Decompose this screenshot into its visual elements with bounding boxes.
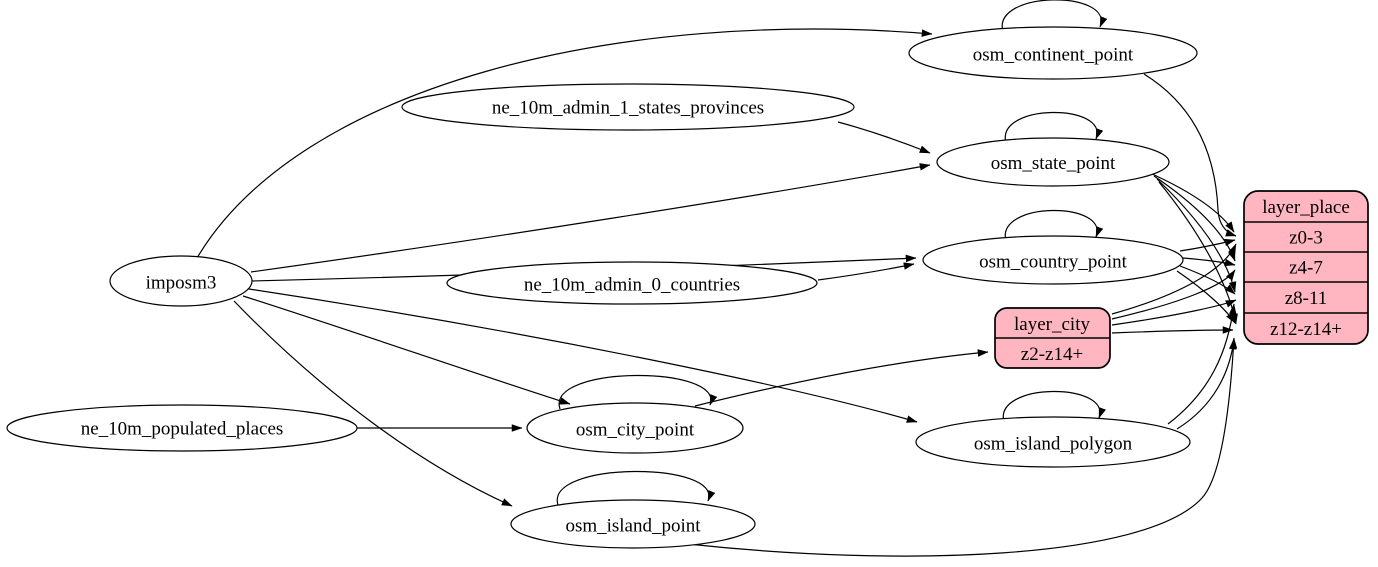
edge-imposm3-osm-state-point [250,163,931,273]
layer-place-row-z12-z14: z12-z14+ [1270,319,1342,340]
edge-imposm3-osm-island-polygon [248,288,918,423]
osm-city-point-label: osm_city_point [576,420,695,441]
self-loop-osm-island-polygon [1002,390,1107,423]
edge-osm-city-point-layer-city-z2-z14 [694,349,989,407]
self-loop-osm-city-point [558,374,718,410]
self-loop-osm-island-point [556,470,716,506]
edge-layer-city-layer-place-z12-z14 [1111,326,1234,334]
edge-ne-10m-admin-1-states-provinces-osm-state-point [837,121,931,154]
edge-layer-city-layer-place-z8-11 [1111,299,1237,326]
edge-osm-country-point-layer-place-z4-7 [1182,257,1236,267]
self-loop-osm-country-point [1004,209,1104,242]
edge-osm-state-point-layer-place-z8-11 [1156,178,1237,293]
record-layer-city: layer_city z2-z14+ [994,307,1111,369]
ne-10m-admin-0-countries-label: ne_10m_admin_0_countries [524,275,740,296]
edge-layer-city-layer-place-z4-7 [1111,269,1236,320]
ne-10m-populated-places-label: ne_10m_populated_places [81,419,284,440]
edges-layer [196,0,1238,557]
self-loop-osm-continent-point [1001,0,1108,33]
edge-ne-10m-admin-0-countries-osm-country-point [817,262,915,281]
node-osm-country-point: osm_country_point [922,235,1184,285]
node-ne-10m-admin-0-countries: ne_10m_admin_0_countries [446,261,818,305]
edge-osm-state-point-layer-place-z0-3 [1149,172,1235,233]
nodes-layer: imposm3 ne_10m_admin_1_states_provinces … [6,26,1369,549]
layer-place-row-z4-7: z4-7 [1289,258,1323,279]
edge-osm-country-point-layer-place-z0-3 [1179,238,1236,252]
imposm3-label: imposm3 [146,273,217,294]
layer-place-title: layer_place [1262,197,1350,218]
edge-osm-island-polygon-layer-place-z8-11 [1167,303,1237,425]
edge-layer-city-layer-place-z0-3 [1111,243,1237,315]
osm-city-point-ellipse [526,402,744,454]
osm-state-point-ellipse [936,137,1170,187]
ne-10m-populated-places-ellipse [6,404,358,452]
layer-city-row-z2-z14: z2-z14+ [1021,344,1083,365]
layer-place-rect [1243,190,1369,345]
ne-10m-admin-0-countries-ellipse [446,261,818,305]
layer-city-title: layer_city [1014,314,1090,335]
osm-state-point-label: osm_state_point [991,153,1116,174]
osm-island-point-label: osm_island_point [565,516,701,537]
node-ne-10m-populated-places: ne_10m_populated_places [6,404,358,452]
imposm3-ellipse [109,255,253,307]
edge-osm-country-point-layer-place-z8-11 [1179,265,1236,295]
ne-10m-admin-1-states-provinces-label: ne_10m_admin_1_states_provinces [492,98,764,119]
node-osm-continent-point: osm_continent_point [908,26,1198,80]
osm-continent-point-label: osm_continent_point [973,45,1134,66]
osm-island-polygon-label: osm_island_polygon [974,434,1133,455]
edge-imposm3-osm-continent-point [196,28,933,259]
osm-continent-point-ellipse [908,26,1198,80]
node-osm-state-point: osm_state_point [936,137,1170,187]
node-osm-city-point: osm_city_point [526,402,744,454]
osm-island-polygon-ellipse [915,416,1191,468]
edge-osm-island-polygon-layer-place-z12-z14 [1176,338,1237,430]
node-osm-island-point: osm_island_point [510,499,756,549]
edge-osm-country-point-layer-place-z12-z14 [1176,270,1236,324]
node-imposm3: imposm3 [109,255,253,307]
edge-imposm3-osm-city-point [242,295,571,405]
self-loop-osm-state-point [1004,111,1104,144]
node-ne-10m-admin-1-states-provinces: ne_10m_admin_1_states_provinces [401,83,855,131]
layer-place-row-z0-3: z0-3 [1289,228,1323,249]
node-osm-island-polygon: osm_island_polygon [915,416,1191,468]
osm-country-point-label: osm_country_point [979,252,1127,273]
ne-10m-admin-1-states-provinces-ellipse [401,83,855,131]
osm-island-point-ellipse [510,499,756,549]
layer-place-row-z8-11: z8-11 [1285,288,1328,309]
edge-osm-island-point-layer-place-z12-z14 [687,337,1238,557]
record-layer-place: layer_place z0-3 z4-7 z8-11 z12-z14+ [1243,190,1369,345]
osm-country-point-ellipse [922,235,1184,285]
edge-imposm3-osm-island-point [233,300,513,507]
